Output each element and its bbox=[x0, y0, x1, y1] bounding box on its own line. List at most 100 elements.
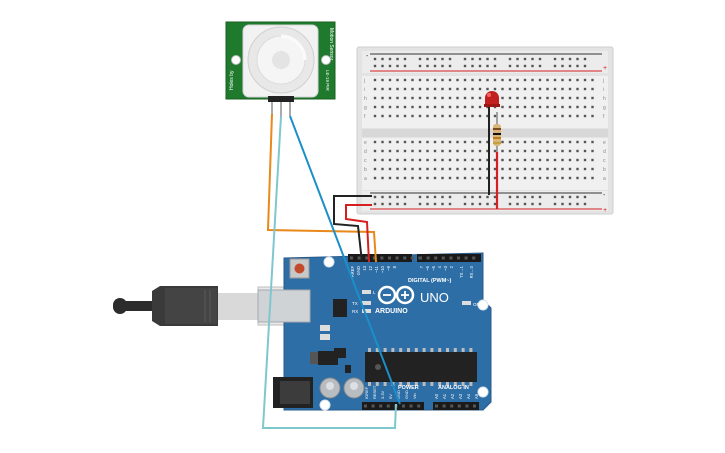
rail-hole[interactable] bbox=[538, 195, 542, 199]
breadboard-hole[interactable] bbox=[381, 114, 384, 118]
breadboard-hole[interactable] bbox=[538, 167, 542, 171]
rail-hole[interactable] bbox=[508, 57, 512, 61]
breadboard-hole[interactable] bbox=[396, 96, 399, 100]
breadboard-hole[interactable] bbox=[546, 114, 549, 118]
breadboard-hole[interactable] bbox=[456, 96, 459, 100]
breadboard-hole[interactable] bbox=[516, 176, 519, 180]
breadboard-hole[interactable] bbox=[448, 140, 452, 144]
breadboard-hole[interactable] bbox=[538, 114, 542, 118]
rail-hole[interactable] bbox=[568, 57, 572, 61]
rail-hole[interactable] bbox=[403, 202, 407, 206]
breadboard-hole[interactable] bbox=[516, 158, 519, 162]
breadboard-hole[interactable] bbox=[418, 96, 422, 100]
rail-hole[interactable] bbox=[583, 195, 587, 199]
rail-hole[interactable] bbox=[516, 57, 519, 61]
breadboard-hole[interactable] bbox=[448, 149, 452, 153]
breadboard-hole[interactable] bbox=[478, 96, 482, 100]
breadboard-hole[interactable] bbox=[568, 105, 572, 109]
breadboard-hole[interactable] bbox=[576, 87, 579, 91]
breadboard-hole[interactable] bbox=[403, 140, 407, 144]
breadboard-hole[interactable] bbox=[508, 78, 512, 82]
header-socket[interactable] bbox=[473, 404, 476, 408]
breadboard-hole[interactable] bbox=[508, 176, 512, 180]
digital-header-right[interactable] bbox=[417, 254, 481, 262]
header-socket[interactable] bbox=[434, 256, 438, 260]
breadboard-hole[interactable] bbox=[471, 158, 474, 162]
breadboard-hole[interactable] bbox=[448, 158, 452, 162]
header-socket[interactable] bbox=[464, 256, 468, 260]
header-socket[interactable] bbox=[441, 256, 445, 260]
breadboard-hole[interactable] bbox=[373, 96, 377, 100]
rail-hole[interactable] bbox=[388, 57, 392, 61]
rail-hole[interactable] bbox=[388, 195, 392, 199]
analog-header[interactable] bbox=[433, 402, 479, 410]
breadboard-hole[interactable] bbox=[478, 176, 482, 180]
rail-hole[interactable] bbox=[418, 202, 422, 206]
breadboard-hole[interactable] bbox=[396, 167, 399, 171]
breadboard-hole[interactable] bbox=[516, 96, 519, 100]
breadboard-hole[interactable] bbox=[561, 176, 564, 180]
breadboard-hole[interactable] bbox=[411, 96, 414, 100]
breadboard-hole[interactable] bbox=[591, 158, 594, 162]
breadboard-hole[interactable] bbox=[388, 149, 392, 153]
breadboard-hole[interactable] bbox=[381, 176, 384, 180]
breadboard-hole[interactable] bbox=[426, 158, 429, 162]
breadboard-hole[interactable] bbox=[463, 105, 467, 109]
breadboard-hole[interactable] bbox=[381, 158, 384, 162]
rail-hole[interactable] bbox=[516, 202, 519, 206]
wire-red[interactable] bbox=[345, 204, 372, 263]
breadboard-hole[interactable] bbox=[463, 78, 467, 82]
breadboard-hole[interactable] bbox=[411, 158, 414, 162]
breadboard-hole[interactable] bbox=[591, 140, 594, 144]
breadboard-hole[interactable] bbox=[501, 140, 504, 144]
breadboard-hole[interactable] bbox=[373, 78, 377, 82]
breadboard-hole[interactable] bbox=[553, 96, 557, 100]
pir-pin-header[interactable] bbox=[268, 96, 294, 102]
breadboard-hole[interactable] bbox=[426, 140, 429, 144]
breadboard-hole[interactable] bbox=[433, 96, 437, 100]
rail-hole[interactable] bbox=[396, 64, 399, 68]
breadboard-hole[interactable] bbox=[553, 87, 557, 91]
breadboard-hole[interactable] bbox=[583, 176, 587, 180]
breadboard-hole[interactable] bbox=[396, 78, 399, 82]
breadboard-hole[interactable] bbox=[418, 140, 422, 144]
breadboard-hole[interactable] bbox=[418, 176, 422, 180]
breadboard-hole[interactable] bbox=[561, 87, 564, 91]
breadboard-hole[interactable] bbox=[561, 78, 564, 82]
breadboard-hole[interactable] bbox=[411, 176, 414, 180]
breadboard-hole[interactable] bbox=[471, 105, 474, 109]
rail-hole[interactable] bbox=[441, 64, 444, 68]
breadboard-hole[interactable] bbox=[501, 78, 504, 82]
breadboard-hole[interactable] bbox=[546, 167, 549, 171]
wire-teal[interactable] bbox=[261, 115, 397, 429]
rail-hole[interactable] bbox=[531, 195, 534, 199]
breadboard-hole[interactable] bbox=[508, 167, 512, 171]
breadboard-hole[interactable] bbox=[441, 167, 444, 171]
breadboard-hole[interactable] bbox=[411, 167, 414, 171]
wire-black[interactable] bbox=[333, 195, 372, 263]
breadboard-hole[interactable] bbox=[568, 167, 572, 171]
rail-hole[interactable] bbox=[381, 57, 384, 61]
breadboard-hole[interactable] bbox=[463, 158, 467, 162]
breadboard-hole[interactable] bbox=[463, 114, 467, 118]
breadboard-hole[interactable] bbox=[463, 87, 467, 91]
breadboard-hole[interactable] bbox=[463, 176, 467, 180]
wire-orange[interactable] bbox=[266, 113, 377, 263]
rail-hole[interactable] bbox=[463, 64, 467, 68]
breadboard-hole[interactable] bbox=[501, 158, 504, 162]
breadboard-hole[interactable] bbox=[508, 158, 512, 162]
breadboard-hole[interactable] bbox=[478, 105, 482, 109]
led[interactable] bbox=[484, 91, 500, 195]
breadboard-hole[interactable] bbox=[546, 87, 549, 91]
rail-hole[interactable] bbox=[568, 202, 572, 206]
breadboard-hole[interactable] bbox=[531, 176, 534, 180]
breadboard-hole[interactable] bbox=[561, 167, 564, 171]
breadboard-hole[interactable] bbox=[493, 114, 497, 118]
rail-hole[interactable] bbox=[568, 64, 572, 68]
breadboard-hole[interactable] bbox=[523, 158, 527, 162]
rail-hole[interactable] bbox=[433, 202, 437, 206]
breadboard-hole[interactable] bbox=[373, 114, 377, 118]
breadboard-hole[interactable] bbox=[576, 158, 579, 162]
breadboard-hole[interactable] bbox=[426, 176, 429, 180]
breadboard-hole[interactable] bbox=[508, 140, 512, 144]
